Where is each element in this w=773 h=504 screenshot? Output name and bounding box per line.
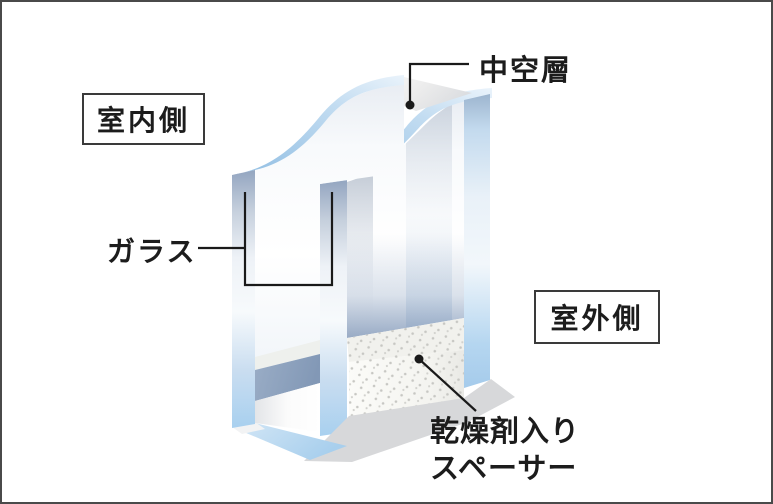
indoor-side-label-box: 室内側 xyxy=(82,93,205,145)
desiccant-spacer-label-line1: 乾燥剤入り xyxy=(430,416,581,448)
front-pane-bottom-edge xyxy=(232,423,347,460)
spacer-top-face-dots xyxy=(347,318,464,362)
spacer-pointer-dot xyxy=(414,354,424,364)
leader-lines xyxy=(198,62,477,412)
glass-label: ガラス xyxy=(107,236,197,267)
front-pane-bottom-rail xyxy=(255,383,320,432)
spacer-through-glass-slab xyxy=(255,354,320,401)
glass-bracket xyxy=(243,192,334,287)
back-pane-bottom-tint xyxy=(347,232,464,338)
back-pane-right-edge xyxy=(464,94,490,388)
back-pane xyxy=(320,88,492,436)
spacer-bar xyxy=(347,318,464,418)
outdoor-side-label: 室外側 xyxy=(550,303,644,334)
front-pane-face xyxy=(255,85,404,368)
desiccant-spacer-label: 乾燥剤入り スペーサー xyxy=(430,414,580,488)
outdoor-side-label-box: 室外側 xyxy=(534,290,660,344)
hollow-layer-pointer-dot xyxy=(405,100,415,110)
spacer-front-face-dots xyxy=(349,350,464,418)
back-pane-left-edge xyxy=(320,180,347,436)
front-pane-bottom-face xyxy=(232,422,265,434)
front-pane-left-edge xyxy=(232,170,255,428)
spacer-leader-line xyxy=(418,358,477,412)
indoor-side-label: 室内側 xyxy=(96,105,190,136)
spacer-through-glass-dots xyxy=(255,340,320,370)
front-pane-wave-top xyxy=(232,75,404,175)
back-pane-wave-top xyxy=(320,88,492,184)
hollow-layer-leader-line xyxy=(408,62,469,102)
desiccant-spacer-label-line2: スペーサー xyxy=(430,453,578,485)
front-pane xyxy=(232,75,404,460)
hollow-layer-label: 中空層 xyxy=(479,55,573,87)
